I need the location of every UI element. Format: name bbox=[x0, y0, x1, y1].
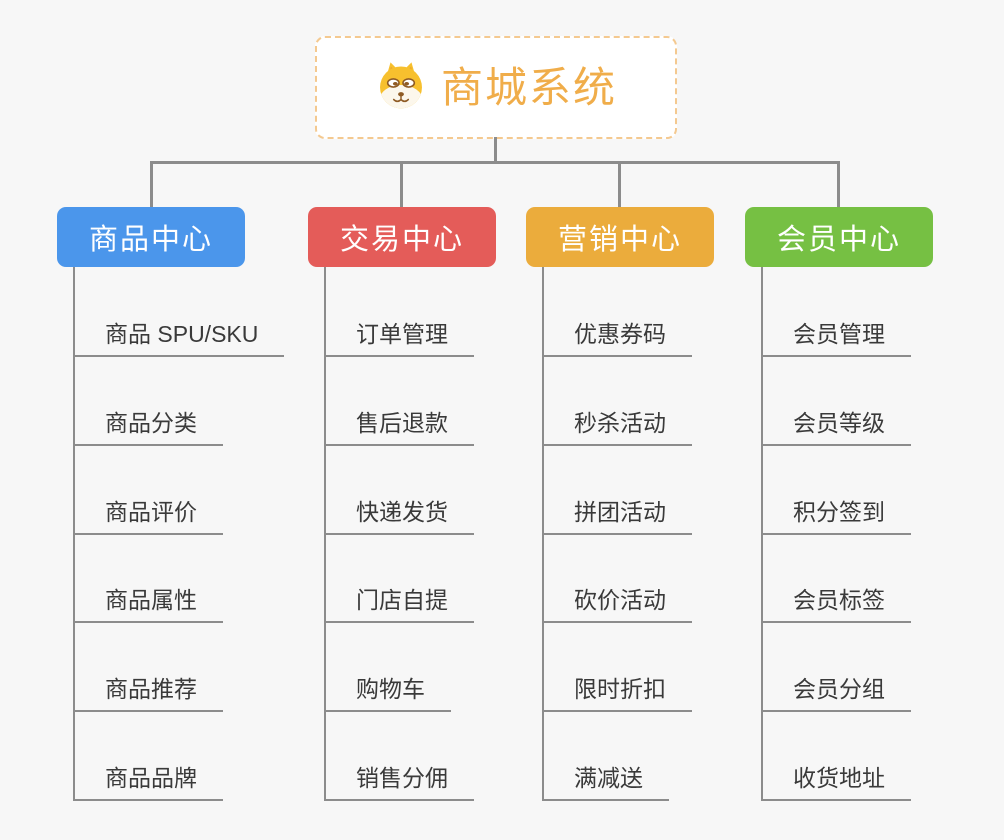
leaf-topic[interactable]: 限时折扣 bbox=[542, 674, 692, 712]
leaf-topic[interactable]: 秒杀活动 bbox=[542, 408, 692, 446]
leaf-topic[interactable]: 会员标签 bbox=[761, 585, 911, 623]
leaf-topic[interactable]: 收货地址 bbox=[761, 763, 911, 801]
leaf-topic[interactable]: 砍价活动 bbox=[542, 585, 692, 623]
branch-product-center: 商品中心 商品 SPU/SKU 商品分类 商品评价 商品属性 商品推荐 商品品牌 bbox=[57, 207, 317, 840]
connector-drop-product bbox=[150, 161, 153, 208]
branch-topic-product-center[interactable]: 商品中心 bbox=[57, 207, 245, 267]
leaf-topic[interactable]: 会员等级 bbox=[761, 408, 911, 446]
branch-topic-label: 交易中心 bbox=[339, 224, 464, 256]
branch-member-center: 会员中心 会员管理 会员等级 积分签到 会员标签 会员分组 收货地址 bbox=[745, 207, 1004, 840]
leaf-topic[interactable]: 商品品牌 bbox=[73, 763, 223, 801]
leaf-topic[interactable]: 售后退款 bbox=[324, 408, 474, 446]
connector-root-stem bbox=[494, 137, 497, 164]
leaf-topic[interactable]: 会员分组 bbox=[761, 674, 911, 712]
connector-drop-trade bbox=[400, 161, 403, 208]
leaf-topic[interactable]: 商品属性 bbox=[73, 585, 223, 623]
leaf-topic[interactable]: 积分签到 bbox=[761, 497, 911, 535]
root-topic[interactable]: 商城系统 bbox=[315, 36, 677, 139]
leaf-topic[interactable]: 商品 SPU/SKU bbox=[73, 319, 285, 357]
leaf-topic[interactable]: 快递发货 bbox=[324, 497, 474, 535]
leaf-topic[interactable]: 销售分佣 bbox=[324, 763, 474, 801]
branch-marketing-center: 营销中心 优惠券码 秒杀活动 拼团活动 砍价活动 限时折扣 满减送 bbox=[526, 207, 786, 840]
leaf-topic[interactable]: 购物车 bbox=[324, 674, 451, 712]
root-topic-title: 商城系统 bbox=[440, 63, 617, 111]
branch-topic-label: 会员中心 bbox=[776, 224, 901, 256]
branch-topic-marketing-center[interactable]: 营销中心 bbox=[526, 207, 714, 267]
connector-drop-marketing bbox=[618, 161, 621, 208]
branch-topic-member-center[interactable]: 会员中心 bbox=[745, 207, 933, 267]
leaf-topic[interactable]: 商品分类 bbox=[73, 408, 223, 446]
leaf-topic[interactable]: 会员管理 bbox=[761, 319, 911, 357]
leaf-topic[interactable]: 订单管理 bbox=[324, 319, 474, 357]
connector-bus bbox=[150, 161, 840, 164]
leaf-topic[interactable]: 商品评价 bbox=[73, 497, 223, 535]
branch-topic-trade-center[interactable]: 交易中心 bbox=[308, 207, 496, 267]
leaf-topic[interactable]: 门店自提 bbox=[324, 585, 474, 623]
branch-trade-center: 交易中心 订单管理 售后退款 快递发货 门店自提 购物车 销售分佣 bbox=[308, 207, 568, 840]
connector-drop-member bbox=[837, 161, 840, 208]
leaf-topic[interactable]: 优惠券码 bbox=[542, 319, 692, 357]
leaf-topic[interactable]: 满减送 bbox=[542, 763, 669, 801]
leaf-topic[interactable]: 商品推荐 bbox=[73, 674, 223, 712]
branch-topic-label: 营销中心 bbox=[557, 224, 682, 256]
leaf-topic[interactable]: 拼团活动 bbox=[542, 497, 692, 535]
shiba-dog-icon bbox=[375, 60, 427, 115]
branch-topic-label: 商品中心 bbox=[88, 224, 213, 256]
